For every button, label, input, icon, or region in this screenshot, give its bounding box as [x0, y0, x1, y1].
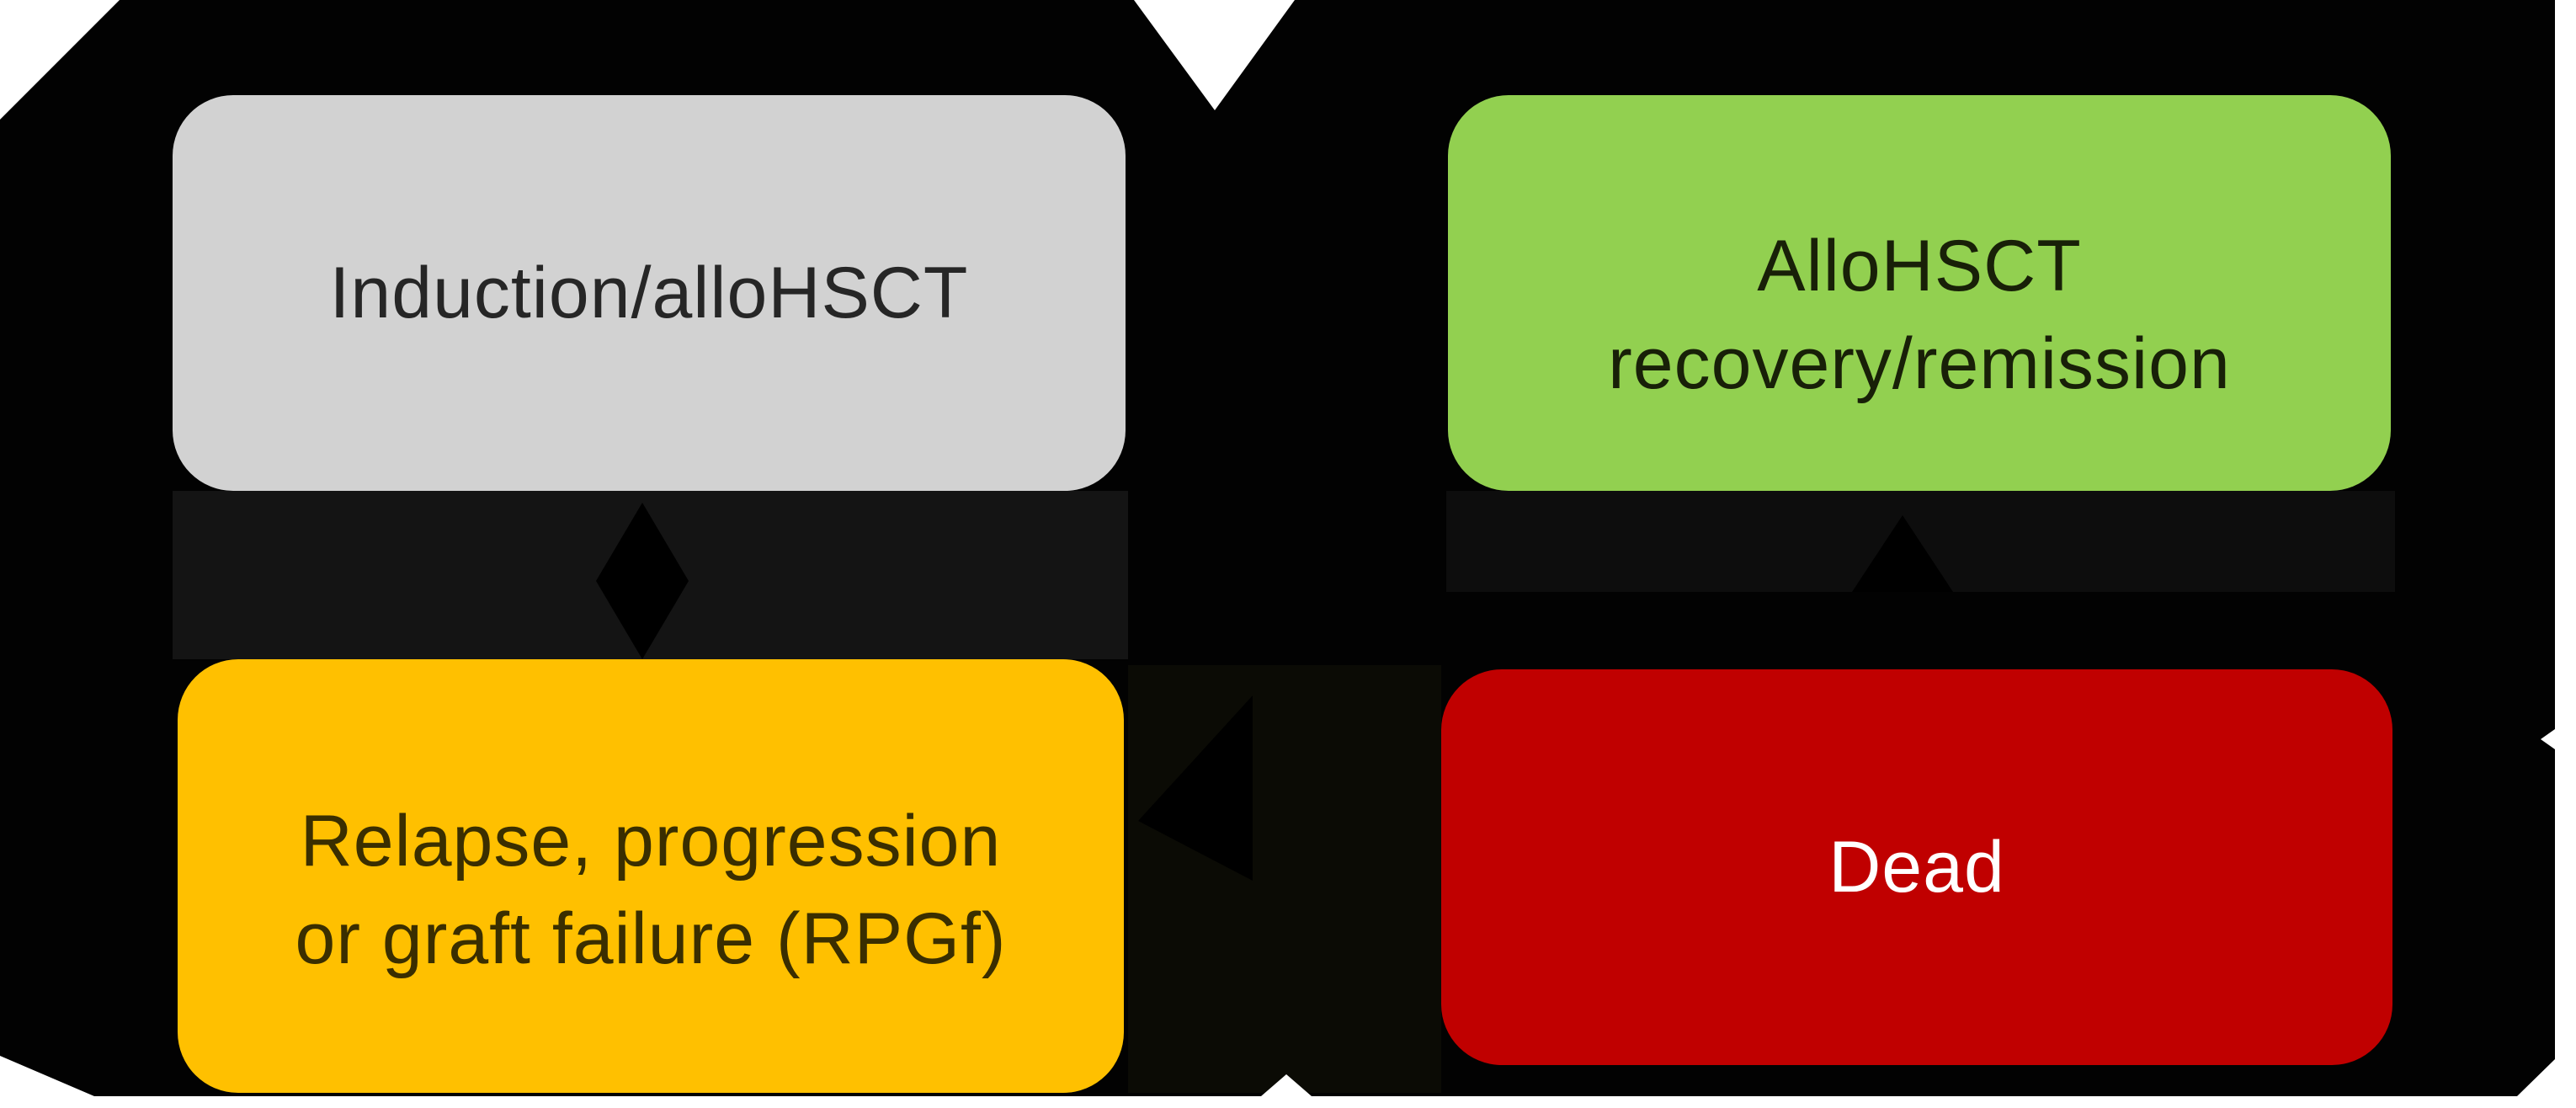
state-recovery-label: AlloHSCT recovery/remission: [1608, 217, 2231, 413]
state-dead-label: Dead: [1828, 827, 2005, 908]
arrowhead-under-recovery: [1852, 515, 1953, 592]
state-rpgf-line2: or graft failure (RPGf): [295, 898, 1007, 979]
state-recovery-line2: recovery/remission: [1608, 323, 2231, 404]
state-allohsct-recovery-remission: AlloHSCT recovery/remission: [1448, 95, 2391, 491]
chevron-between-bottom-states: [1138, 695, 1253, 881]
white-notch-top-center: [1134, 0, 1295, 110]
state-rpgf-label: Relapse, progression or graft failure (R…: [295, 792, 1007, 988]
state-induction-allohsct: Induction/alloHSCT: [173, 95, 1126, 491]
state-recovery-line1: AlloHSCT: [1757, 226, 2082, 306]
diamond-arrowheads-left-gap: [596, 503, 689, 659]
white-notch-bottom-center: [1261, 1074, 1312, 1096]
white-notch-bottom-left: [0, 1056, 94, 1096]
state-dead: Dead: [1441, 669, 2392, 1065]
state-relapse-progression-graft-failure: Relapse, progression or graft failure (R…: [178, 659, 1124, 1093]
state-induction-label: Induction/alloHSCT: [329, 253, 969, 333]
white-notch-bottom-right: [2517, 1059, 2555, 1096]
white-notch-right-edge: [2541, 729, 2555, 749]
arrow-shade-bottom-center: [1128, 665, 1441, 1093]
white-notch-top-left: [0, 0, 120, 120]
state-rpgf-line1: Relapse, progression: [300, 800, 1002, 882]
